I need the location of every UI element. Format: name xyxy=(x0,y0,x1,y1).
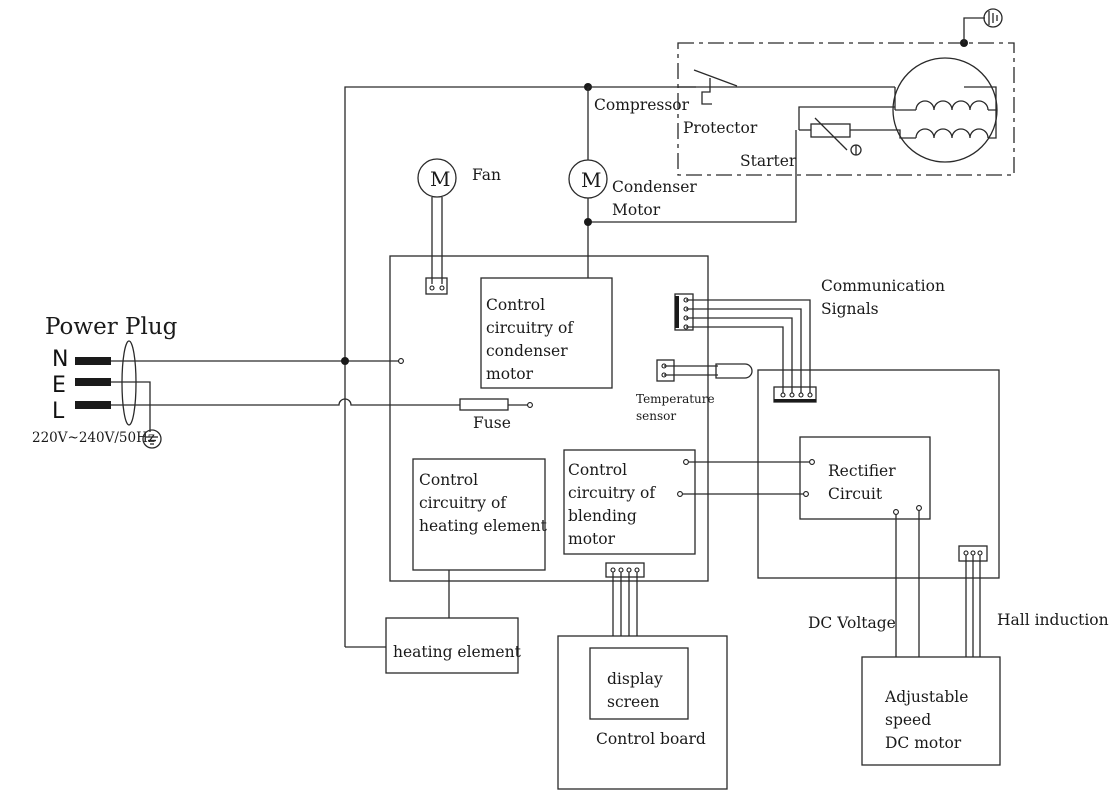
fan-connector xyxy=(425,277,448,295)
terminal-n xyxy=(398,358,404,364)
ctrl-heating-line1: Control xyxy=(419,471,478,489)
hall-induction-label: Hall induction xyxy=(997,611,1109,629)
fuse-terminal xyxy=(527,402,533,408)
dc-motor-label-1: Adjustable xyxy=(884,688,968,706)
fuse-body xyxy=(459,398,509,411)
ctrl-condenser-box xyxy=(480,277,613,389)
display-connector xyxy=(605,562,645,578)
pin-n-prong xyxy=(75,357,111,365)
dc-motor-label-3: DC motor xyxy=(885,734,962,752)
temp-sensor-label-2: sensor xyxy=(636,409,676,423)
compressor-motor xyxy=(850,57,998,163)
ctrl-condenser-line1: Control xyxy=(486,296,545,314)
compressor-enclosure xyxy=(677,42,1015,176)
dc-motor-label-2: speed xyxy=(885,711,931,729)
winding-start xyxy=(915,128,989,139)
condenser-label-2: Motor xyxy=(612,201,661,219)
power-plug: Power Plug N E L 220V~240V/50Hz xyxy=(32,314,178,446)
display-screen-label-1: display xyxy=(607,670,663,688)
pin-n-label: N xyxy=(52,347,68,372)
display-screen-label-2: screen xyxy=(607,693,659,711)
ground-symbol xyxy=(142,429,162,449)
pin-l-prong xyxy=(75,401,111,409)
heating-element-label: heating element xyxy=(393,643,522,661)
fan-motor-symbol: M xyxy=(430,167,450,191)
protector: Protector xyxy=(683,69,758,137)
protector-label: Protector xyxy=(683,119,758,137)
dc-motor: Adjustable speed DC motor DC Voltage Hal… xyxy=(808,510,1109,766)
rectifier-wiring xyxy=(682,461,810,495)
neutral-trunk xyxy=(344,86,588,647)
rectifier-label-2: Circuit xyxy=(828,485,883,503)
fuse: Fuse xyxy=(459,398,533,432)
ctrl-heating-line3: heating element xyxy=(419,517,548,535)
voltage-label: 220V~240V/50Hz xyxy=(32,430,155,446)
ctrl-blending-line3: blending xyxy=(568,507,637,525)
temp-sensor-connector xyxy=(656,359,675,382)
fan-label: Fan xyxy=(472,166,501,184)
cable-sleeve xyxy=(121,340,137,426)
pin-l-label: L xyxy=(52,399,65,424)
ctrl-blending-line1: Control xyxy=(568,461,627,479)
ctrl-heating-line2: circuitry of xyxy=(419,494,507,512)
display-screen-box xyxy=(589,647,689,720)
pin-e-label: E xyxy=(52,373,66,398)
ctrl-condenser-line3: condenser xyxy=(486,342,568,360)
junction-condenser xyxy=(584,218,592,226)
condenser-motor: M Condenser Motor xyxy=(568,87,697,278)
mains-wiring xyxy=(111,358,460,432)
winding-run xyxy=(915,100,989,111)
junction-n xyxy=(341,357,349,365)
dc-voltage-label: DC Voltage xyxy=(808,614,896,632)
comm-signals-label-1: Communication xyxy=(821,277,945,295)
ctrl-blending-line4: motor xyxy=(568,530,616,548)
temp-sensor-label-1: Temperature xyxy=(636,392,715,406)
control-board: display screen Control board xyxy=(557,572,728,790)
driver-board-outline xyxy=(757,369,1000,579)
motor-driver-board: Rectifier Circuit xyxy=(757,369,1000,579)
compressor-motor-circle xyxy=(892,57,998,163)
starter-label: Starter xyxy=(740,152,797,170)
temperature-sensor: Temperature sensor xyxy=(636,363,753,423)
starter-return-wire xyxy=(588,130,797,223)
heating-element-box xyxy=(385,617,519,674)
dc-motor-box xyxy=(861,656,1001,766)
rectifier-box xyxy=(799,436,931,520)
wire-e xyxy=(111,381,151,432)
ctrl-condenser-line2: circuitry of xyxy=(486,319,574,337)
power-plug-label: Power Plug xyxy=(45,314,178,340)
starter: Starter xyxy=(588,106,895,223)
pin-e-prong xyxy=(75,378,111,386)
communication-wiring: Communication Signals xyxy=(686,277,945,393)
ground-circle xyxy=(142,429,162,449)
main-control-board: Control circuitry of condenser motor Con… xyxy=(389,255,709,582)
earth-symbol-top xyxy=(960,8,1003,47)
compressor-assembly: Compressor Protector Start xyxy=(588,8,1015,223)
ctrl-blending-box xyxy=(563,449,696,555)
comm-signals-label-2: Signals xyxy=(821,300,879,318)
ctrl-condenser-line4: motor xyxy=(486,365,534,383)
control-board-box xyxy=(557,635,728,790)
compressor-label: Compressor xyxy=(594,96,690,114)
ctrl-blending-line2: circuitry of xyxy=(568,484,656,502)
condenser-label-1: Condenser xyxy=(612,178,697,196)
fan-motor-circle xyxy=(417,158,457,198)
heating-element: heating element xyxy=(385,570,522,674)
rectifier-label-1: Rectifier xyxy=(828,462,896,480)
wire-l xyxy=(111,398,460,406)
temp-sensor-probe xyxy=(715,363,753,379)
starter-body xyxy=(810,123,851,138)
fuse-label: Fuse xyxy=(473,414,511,432)
control-board-label: Control board xyxy=(596,730,706,748)
ctrl-heating-box xyxy=(412,458,546,571)
fan-motor: M Fan xyxy=(417,158,501,295)
condenser-motor-symbol: M xyxy=(581,168,601,192)
main-board-outline xyxy=(389,255,709,582)
